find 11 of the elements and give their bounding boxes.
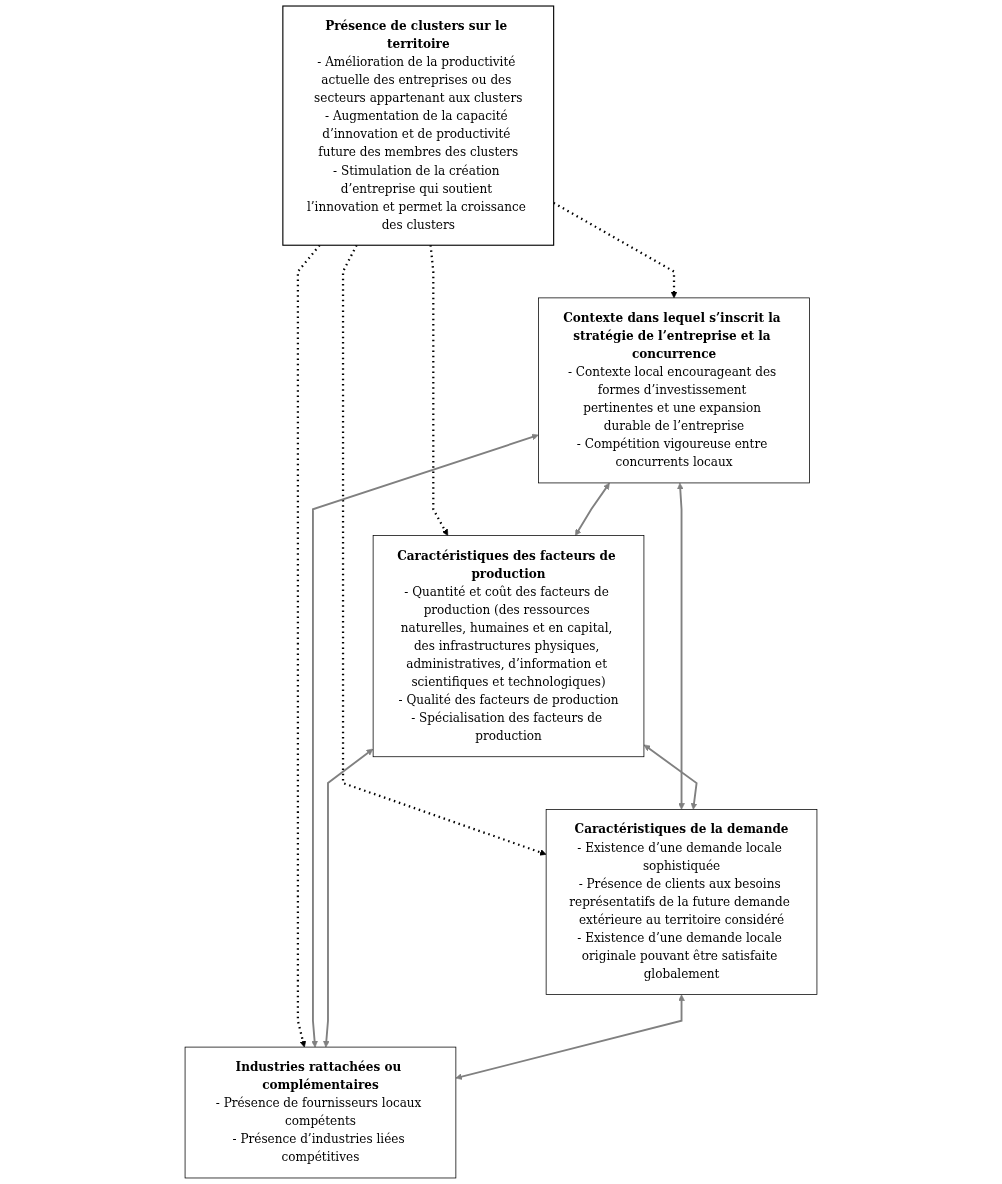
node-box: Caractéristiques des facteurs de production - Quantité et coût des facteurs de production (des ressources naturelles, humaines et en capital, des infrastructures physiques, administratives, d’information et scientifiques et technologiques) - Qualité des facteurs de production - Spécialisation des facteurs de production (372, 535, 645, 758)
arrow (455, 994, 685, 1080)
arrow (575, 482, 610, 536)
arrow (311, 433, 539, 1048)
arrow (323, 748, 374, 1048)
arrow (643, 744, 698, 810)
arrow (676, 482, 685, 810)
node-box: Présence de clusters sur le territoire - Amélioration de la productivité actuelle des entreprises ou des secteurs appartenant aux clusters - Augmentation de la capacité d’innovation et de productivité future des membres des clusters - Stimulation de la création d’entreprise qui soutient l’innovation et permet la croissance des clusters (282, 5, 555, 246)
node-box: Contexte dans lequel s’inscrit la stratégie de l’entreprise et la concurrence - Contexte local encourageant des formes d’investissement pertinentes et une expansion durable de l’entreprise - Compétition vigoureuse entre concurrents locaux (538, 297, 810, 484)
node-box: Caractéristiques de la demande - Existence d’une demande locale sophistiquée - Présence de clients aux besoins représentatifs de la future demande extérieure au territoire considéré - Existence d’une demande locale originale pouvant être satisfaite globalement (545, 809, 818, 995)
node-box: Industries rattachées ou complémentaires - Présence de fournisseurs locaux compétents - Présence d’industries liées compétitives (184, 1046, 457, 1179)
